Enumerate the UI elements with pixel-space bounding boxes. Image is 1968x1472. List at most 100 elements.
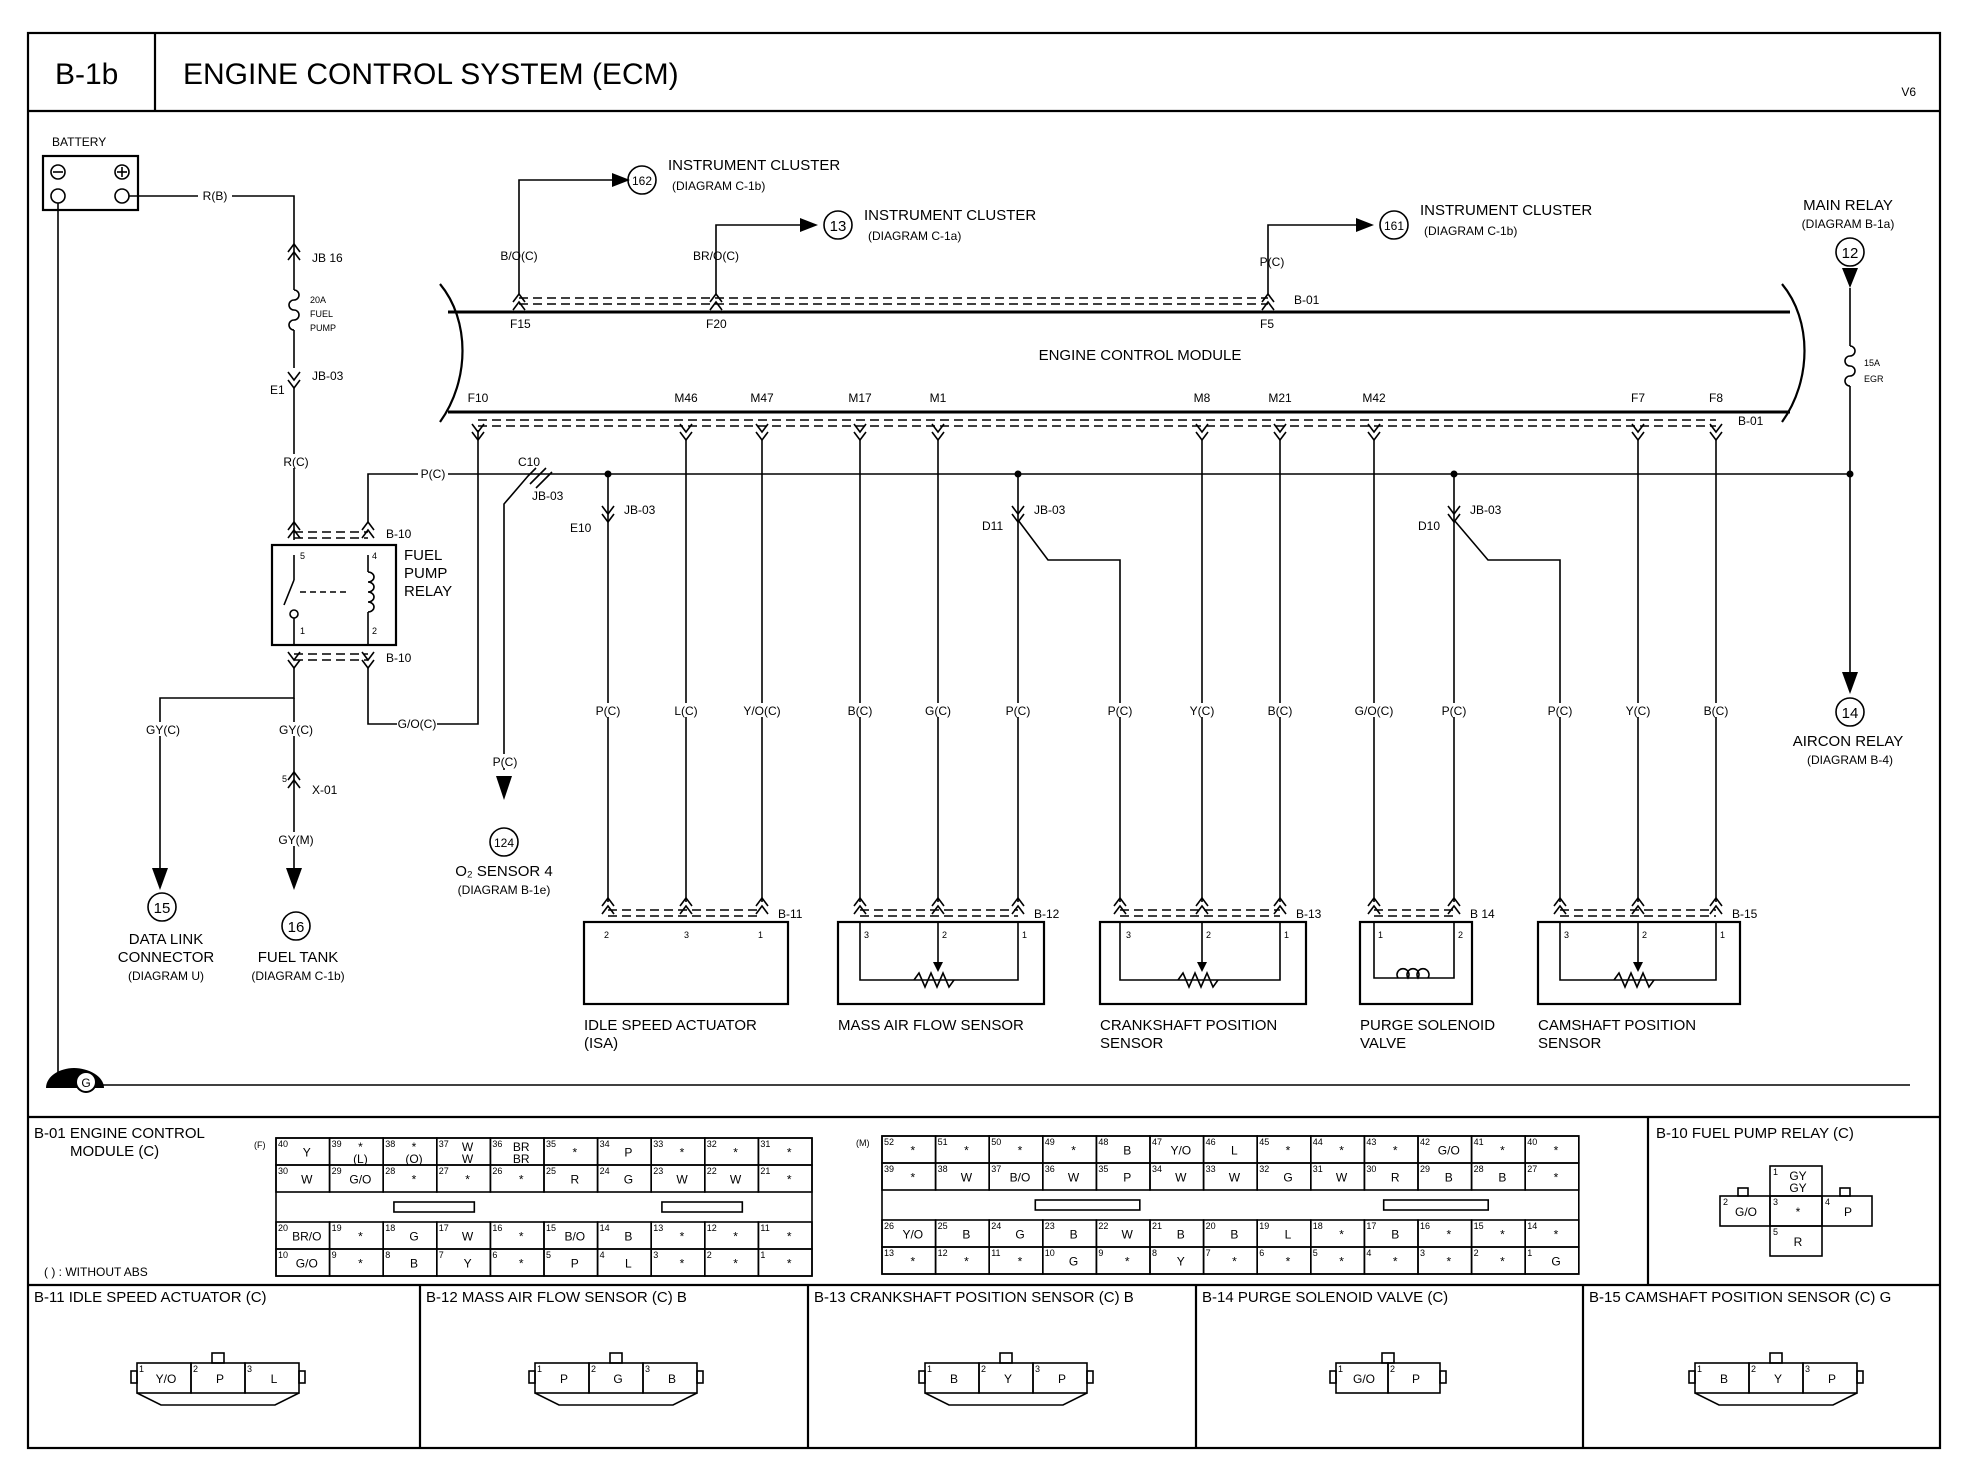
connector-cavity [1095,1246,1151,1275]
cavity-number: 1 [1338,1364,1343,1374]
fuse-fuel-pump [288,289,300,331]
cavity-number: 4 [600,1250,605,1260]
reference-162-icon [627,165,657,195]
cavity-wire-color: * [1286,1255,1291,1269]
cavity-wire-color: * [519,1257,524,1271]
reference-124-icon [489,827,519,857]
ecm-label: ENGINE CONTROL MODULE [1039,347,1242,364]
wire-label: GY(C) [146,723,180,737]
wire-label: P(C) [1548,704,1573,718]
cavity-wire-color: B [410,1257,418,1271]
wire-label: GY(C) [279,723,313,737]
cavity-wire-color: W [462,1140,474,1154]
component-label: VALVE [1360,1035,1406,1052]
connector-label: B-13 [1296,907,1322,921]
connector-label: B-01 [1738,414,1764,428]
component-label: PURGE SOLENOID [1360,1017,1495,1034]
wire-label: Y/O(C) [743,704,780,718]
connector-key [1382,1199,1490,1211]
fuse-label: 20A [310,295,326,305]
cavity-wire-color: * [358,1230,363,1244]
cavity-number: 18 [1313,1221,1323,1231]
relay-pin-label: 1 [300,626,305,636]
cavity-number: 47 [1152,1137,1162,1147]
cavity-number: 2 [591,1364,596,1374]
cavity-wire-color: * [1393,1255,1398,1269]
cavity-number: 32 [1259,1164,1269,1174]
ecm-pin-label: M42 [1362,391,1386,405]
resistor-icon [913,970,955,990]
arrow-icon [933,962,943,972]
cavity-wire-color: R [570,1173,579,1187]
cavity-wire-color: GY [1789,1169,1806,1183]
connector-cavity [1256,1246,1312,1275]
cavity-wire-color: Y [1177,1255,1185,1269]
cavity-wire-color: * [519,1173,524,1187]
reference-label: (DIAGRAM C-1a) [868,229,961,243]
reference-label: INSTRUMENT CLUSTER [668,157,840,174]
component-connectors [601,896,1723,917]
cavity-wire-color: B [1498,1171,1506,1185]
cavity-wire-color: P [1844,1205,1852,1219]
cavity-number: 10 [278,1250,288,1260]
cavity-number: 40 [1527,1137,1537,1147]
cavity-number: 2 [1751,1364,1756,1374]
cavity-number: 49 [1045,1137,1055,1147]
connector-cavity [1802,1362,1858,1394]
branch-wire-labels: P(C) L(C) Y/O(C) B(C) G(C) P(C) P(C) Y(C… [590,703,1734,718]
wire-to-ref-13 [715,224,800,294]
fuel-pump-relay [270,520,398,670]
connector-view-title: B-14 PURGE SOLENOID VALVE (C) [1202,1289,1448,1306]
connector-view-title: MODULE (C) [70,1143,159,1160]
ecm-pin-label: F15 [510,317,531,331]
cavity-wire-color: W [301,1173,313,1187]
cavity-number: 38 [938,1164,948,1174]
cavity-wire-color: G [613,1372,622,1386]
cavity-number: 25 [938,1221,948,1231]
reference-number: 12 [1842,245,1859,262]
component-label: MASS AIR FLOW SENSOR [838,1017,1024,1034]
arrow-icon [152,868,168,890]
wire-label: B(C) [848,704,873,718]
cavity-wire-color: * [964,1144,969,1158]
cavity-wire-color: * [1446,1255,1451,1269]
cavity-wire-color: G/O [1353,1372,1375,1386]
connector-cavity [1310,1246,1366,1275]
connector-view-title: B-10 FUEL PUMP RELAY (C) [1656,1125,1854,1142]
cavity-number: 33 [1206,1164,1216,1174]
cavity-wire-color: * [1500,1228,1505,1242]
cavity-wire-color: W [1068,1171,1080,1185]
cavity-number: 50 [991,1137,1001,1147]
connector-side-tag: (M) [856,1138,870,1148]
connector-view-title: B-13 CRANKSHAFT POSITION SENSOR (C) B [814,1289,1134,1306]
cavity-number: 52 [884,1137,894,1147]
wire-label: P(C) [1006,704,1031,718]
component-pin-label: 2 [1458,930,1463,940]
cavity-wire-color: R [1794,1235,1803,1249]
arrow-icon [496,776,512,800]
cavity-number: 18 [385,1223,395,1233]
cavity-wire-color: B [624,1230,632,1244]
cavity-number: 45 [1259,1137,1269,1147]
connector-label: JB-03 [532,489,564,503]
cavity-wire-color: G [409,1230,418,1244]
cavity-number: 51 [938,1137,948,1147]
wire-label: L(C) [674,704,697,718]
cavity-wire-color: B [1230,1228,1238,1242]
connector-cavity [1769,1225,1823,1257]
cavity-wire-color: BR [513,1140,530,1154]
connector-c10 [529,467,553,489]
cavity-number: 1 [927,1364,932,1374]
cavity-number: 36 [1045,1164,1055,1174]
component-pin-label: 2 [1642,930,1647,940]
connector-key [661,1201,744,1213]
cavity-wire-color: * [1339,1144,1344,1158]
cavity-wire-color: W [961,1171,973,1185]
variant-label: V6 [1901,85,1916,99]
connector-jb03-e1 [287,371,301,390]
reference-label: (DIAGRAM B-1e) [458,883,551,897]
cavity-wire-color: P [1123,1171,1131,1185]
cavity-wire-color: * [787,1173,792,1187]
cavity-wire-color: L [1285,1228,1292,1242]
